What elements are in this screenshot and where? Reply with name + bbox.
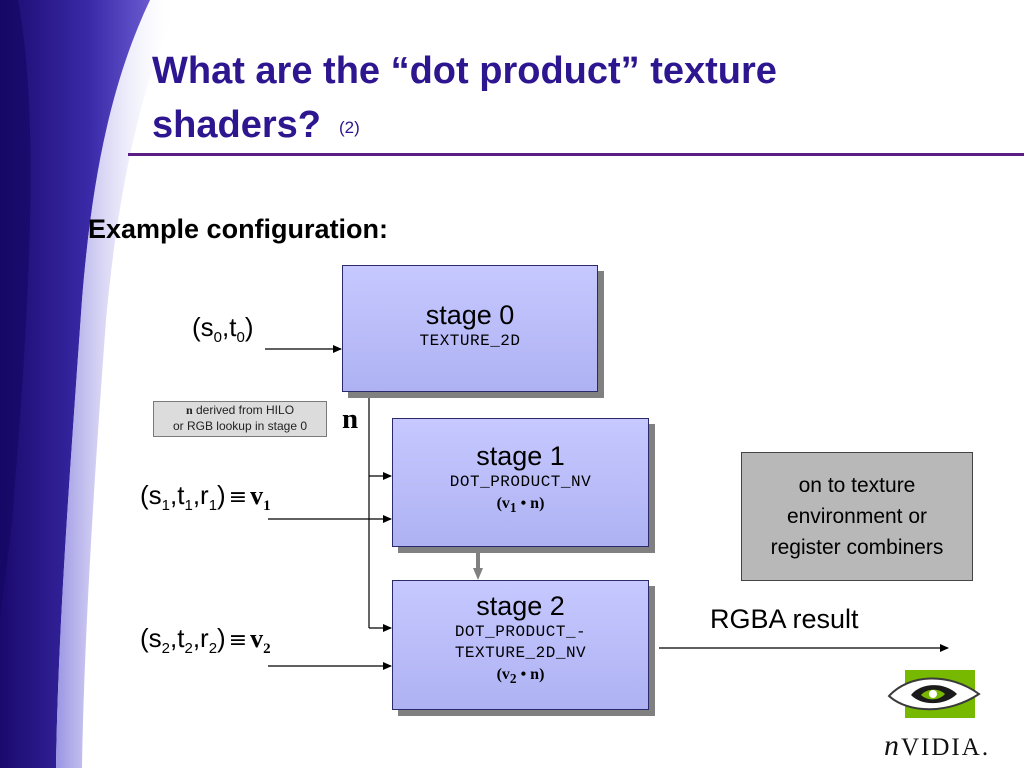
input-0-t-sub: 0 <box>236 329 245 347</box>
stage-2-formula-sub: 2 <box>509 671 517 687</box>
stage-2-formula: (v2 • n) <box>496 666 545 687</box>
title-divider <box>128 153 1024 156</box>
input-1-open: (s <box>140 480 162 510</box>
n-vector-label: n <box>342 403 359 435</box>
stage-1-formula-v: v <box>501 495 510 512</box>
input-1-equiv: ≡ <box>228 485 248 510</box>
input-1-t-sub: 1 <box>184 497 193 515</box>
stage-2-formula-v: v <box>501 666 510 683</box>
input-1-t: ,t <box>170 480 185 510</box>
input-2-vector: v2 <box>250 624 271 657</box>
stage-0-box: stage 0 TEXTURE_2D <box>342 265 598 392</box>
input-2-t: ,t <box>170 623 185 653</box>
title-line-2-text: shaders? <box>152 104 321 146</box>
stage-1-formula-rest: • n <box>516 495 540 512</box>
nvidia-wordmark: nVIDIA. <box>884 729 990 763</box>
input-1-close: ) <box>217 480 226 510</box>
hilo-note-box: n derived from HILO or RGB lookup in sta… <box>153 401 327 437</box>
stage-1-formula-sub: 1 <box>509 500 517 516</box>
input-2-label: (s2,t2,r2)≡v2 <box>140 623 271 658</box>
slide-title: What are the “dot product” texture shade… <box>152 44 1012 155</box>
input-1-s-sub: 1 <box>161 497 171 515</box>
stage-0-op: TEXTURE_2D <box>419 332 521 350</box>
title-line-1: What are the “dot product” texture <box>152 50 777 92</box>
title-suffix: (2) <box>338 118 360 137</box>
input-2-vec-sub: 2 <box>263 641 271 658</box>
stage-2-name: stage 2 <box>476 591 565 621</box>
note-line-2: or RGB lookup in stage 0 <box>172 419 308 433</box>
stage-2-op-line2: TEXTURE_2D_NV <box>454 644 587 662</box>
stage-1-box: stage 1 DOT_PRODUCT_NV (v1 • n) <box>392 418 649 547</box>
input-2-equiv: ≡ <box>228 628 248 653</box>
input-0-label: (s0,t0) <box>192 312 253 346</box>
stage-1-op: DOT_PRODUCT_NV <box>449 473 592 491</box>
note-line-1-rest: derived from HILO <box>192 403 295 417</box>
input-1-vec-sub: 1 <box>263 498 271 515</box>
destination-line-3: register combiners <box>770 536 944 559</box>
destination-line-1: on to texture <box>798 474 916 497</box>
nvidia-eye-logo-icon <box>887 670 981 718</box>
input-1-vec: v <box>250 481 264 510</box>
stage-0-name: stage 0 <box>425 300 515 330</box>
input-1-r: ,r <box>192 480 209 510</box>
input-2-r-sub: 2 <box>208 640 218 658</box>
input-2-t-sub: 2 <box>184 640 193 658</box>
wordmark-rest: VIDIA. <box>901 734 991 761</box>
stage-2-op-line1: DOT_PRODUCT_- <box>454 623 587 641</box>
input-2-open: (s <box>140 623 162 653</box>
input-1-r-sub: 1 <box>208 497 218 515</box>
input-2-r: ,r <box>192 623 209 653</box>
input-2-close: ) <box>217 623 226 653</box>
stage-2-box: stage 2 DOT_PRODUCT_- TEXTURE_2D_NV (v2 … <box>392 580 649 710</box>
destination-line-2: environment or <box>786 505 928 528</box>
input-1-label: (s1,t1,r1)≡v1 <box>140 480 271 515</box>
input-1-vector: v1 <box>250 481 271 514</box>
wordmark-n: n <box>884 729 901 762</box>
stage-2-formula-rest: • n <box>516 666 540 683</box>
input-0-close: ) <box>244 312 254 342</box>
stage-1-name: stage 1 <box>476 441 565 471</box>
destination-box: on to texture environment or register co… <box>741 452 973 581</box>
rgba-result-label: RGBA result <box>710 604 859 634</box>
input-2-s-sub: 2 <box>161 640 171 658</box>
title-line-2: shaders? (2) <box>152 98 1012 155</box>
note-line-1: n derived from HILO <box>154 402 326 418</box>
input-0-s-sub: 0 <box>213 329 223 347</box>
note-bold-n: n <box>185 403 193 417</box>
input-2-vec: v <box>250 624 264 653</box>
stage-1-formula: (v1 • n) <box>496 495 545 516</box>
section-heading: Example configuration: <box>88 214 389 244</box>
input-0-open: (s <box>192 312 214 342</box>
input-0-t: ,t <box>222 312 237 342</box>
